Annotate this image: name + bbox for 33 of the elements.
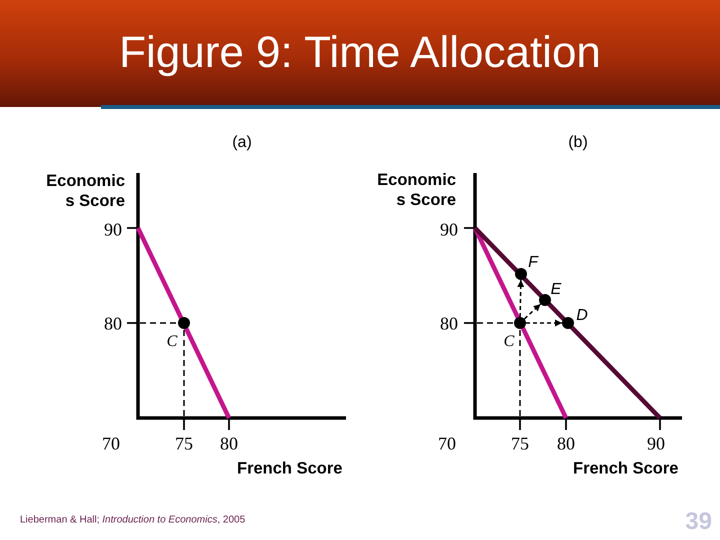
axis-title: French Score bbox=[573, 460, 678, 478]
tick-label: 80 bbox=[104, 314, 122, 334]
tick-label: 90 bbox=[647, 434, 665, 454]
tick-label: 80 bbox=[220, 434, 238, 454]
tick-label: 75 bbox=[511, 434, 529, 454]
page-number: 39 bbox=[685, 508, 712, 536]
axis-title: French Score bbox=[237, 460, 342, 478]
point-label: E bbox=[550, 281, 562, 299]
axis-title: Economic s Score bbox=[46, 171, 125, 212]
panel-label: (a) bbox=[232, 134, 252, 152]
data-point bbox=[514, 317, 526, 329]
tick-label: 90 bbox=[104, 220, 122, 240]
data-point bbox=[562, 317, 574, 329]
data-point bbox=[539, 294, 551, 306]
tick-label: 70 bbox=[438, 434, 456, 454]
point-label: C bbox=[166, 333, 178, 351]
tick-label: 70 bbox=[102, 434, 120, 454]
tick-label: 75 bbox=[175, 434, 193, 454]
point-label: F bbox=[528, 254, 538, 272]
dashed-arrow bbox=[524, 304, 542, 320]
source-citation: Lieberman & Hall; Introduction to Economics, 2005 bbox=[20, 514, 246, 526]
data-point bbox=[178, 317, 190, 329]
axis-title: Economic s Score bbox=[377, 170, 456, 210]
tick-label: 80 bbox=[557, 434, 575, 454]
tick-label: 90 bbox=[440, 220, 458, 240]
data-point bbox=[515, 268, 527, 280]
dashed-arrow bbox=[526, 320, 562, 326]
slide-title: Figure 9: Time Allocation bbox=[119, 28, 601, 78]
point-label: C bbox=[504, 333, 514, 351]
dashed-arrow bbox=[517, 280, 524, 318]
panel-label: (b) bbox=[568, 134, 588, 152]
point-label: D bbox=[576, 307, 588, 325]
tick-label: 80 bbox=[440, 314, 458, 334]
